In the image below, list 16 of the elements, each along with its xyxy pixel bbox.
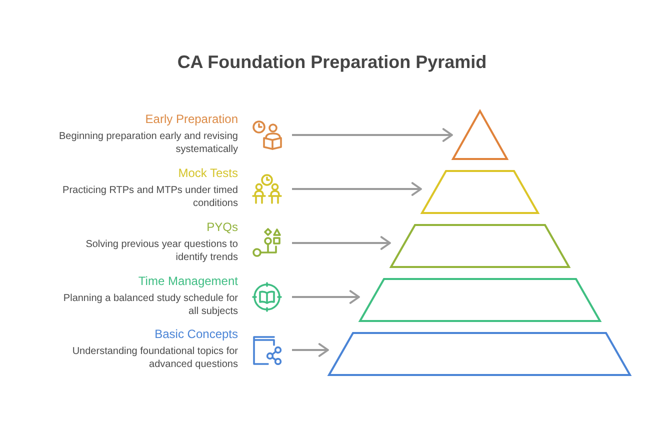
- arrow: [292, 343, 329, 357]
- diagram-title: CA Foundation Preparation Pyramid: [176, 51, 488, 74]
- heading: Early Preparation: [145, 112, 238, 126]
- arrow: [292, 182, 422, 196]
- description-text: Solving previous year questions to identify trends: [84, 239, 238, 264]
- description-text: Understanding foundational topics for advanced questions: [71, 346, 238, 371]
- heading: Basic Concepts: [154, 327, 238, 341]
- description-text: Planning a balanced study schedule for all subjects: [62, 293, 238, 318]
- description-text: Practicing RTPs and MTPs under timed conditions: [62, 185, 238, 210]
- arrow: [292, 236, 391, 250]
- heading: Mock Tests: [178, 166, 238, 180]
- arrow: [292, 128, 453, 142]
- description-text: Beginning preparation early and revising systematically: [58, 131, 238, 156]
- heading: Time Management: [138, 274, 238, 288]
- arrow: [292, 290, 360, 304]
- heading: PYQs: [206, 220, 238, 234]
